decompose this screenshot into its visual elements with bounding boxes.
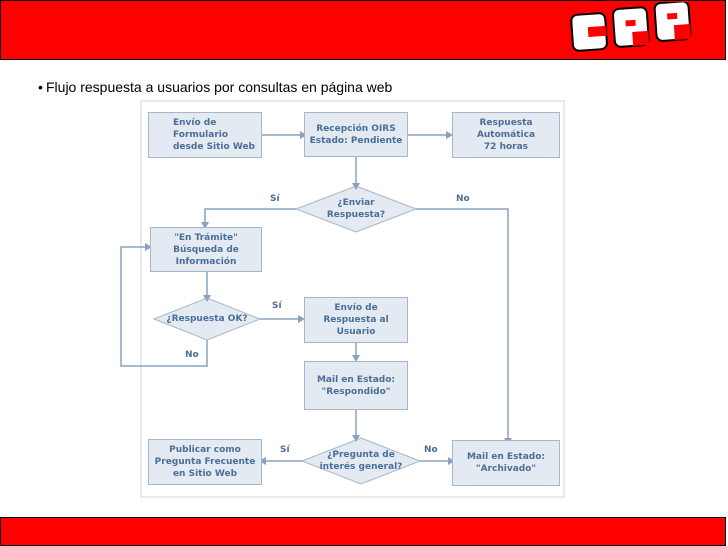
label-no-enviar: No: [456, 194, 470, 204]
enviar-respuesta-text: ¿Enviar Respuesta?: [326, 198, 386, 220]
bullet-marker: •: [38, 79, 43, 95]
mail-archivado-text: Mail en Estado: "Archivado": [466, 452, 546, 474]
slide-title-text: Flujo respuesta a usuarios por consultas…: [46, 79, 393, 95]
box-en-tramite: "En Trámite" Búsqueda de Información: [150, 227, 262, 272]
box-envio-formulario: Envío de Formulario desde Sitio Web: [148, 112, 262, 158]
crp-logo: [570, 2, 692, 52]
envio-respuesta-usuario-text: Envío de Respuesta al Usuario: [323, 303, 389, 337]
mail-respondido-text: Mail en Estado: "Respondido": [316, 374, 396, 397]
label-si-ok: Sí: [272, 301, 282, 311]
label-si-enviar: Sí: [270, 194, 280, 204]
diamond-pregunta-interes: [300, 437, 422, 485]
box-publicar: Publicar como Pregunta Frecuente en Siti…: [148, 439, 262, 485]
label-no-ok: No: [185, 350, 199, 360]
recepcion-text: Recepción OIRS Estado: Pendiente: [309, 123, 403, 146]
respuesta-automatica-text: Respuesta Automática 72 horas: [476, 118, 536, 152]
box-recepcion: Recepción OIRS Estado: Pendiente: [304, 112, 408, 157]
envio-formulario-text: Envío de Formulario desde Sitio Web: [172, 118, 255, 152]
box-mail-archivado: Mail en Estado: "Archivado": [452, 440, 560, 486]
pregunta-interes-text: ¿Pregunta de interés general?: [319, 450, 403, 472]
label-si-interes: Sí: [280, 445, 290, 455]
arrow-no-archivado: [416, 208, 509, 438]
en-tramite-text: "En Trámite" Búsqueda de Información: [173, 232, 239, 267]
box-respuesta-automatica: Respuesta Automática 72 horas: [452, 112, 560, 158]
slide-title: • Flujo respuesta a usuarios por consult…: [38, 79, 393, 95]
arrow-si-en-tramite: [204, 208, 296, 222]
arrow-no-loop: [120, 246, 208, 367]
box-envio-respuesta-usuario: Envío de Respuesta al Usuario: [304, 297, 408, 343]
respuesta-ok-text: ¿Respuesta OK?: [166, 314, 248, 324]
diamond-enviar-respuesta: [294, 185, 418, 233]
box-mail-respondido: Mail en Estado: "Respondido": [304, 361, 408, 410]
flowchart-frame: [140, 100, 565, 498]
publicar-text: Publicar como Pregunta Frecuente en Siti…: [154, 445, 256, 479]
label-no-interes: No: [424, 445, 438, 455]
footer-bar: [0, 517, 726, 546]
